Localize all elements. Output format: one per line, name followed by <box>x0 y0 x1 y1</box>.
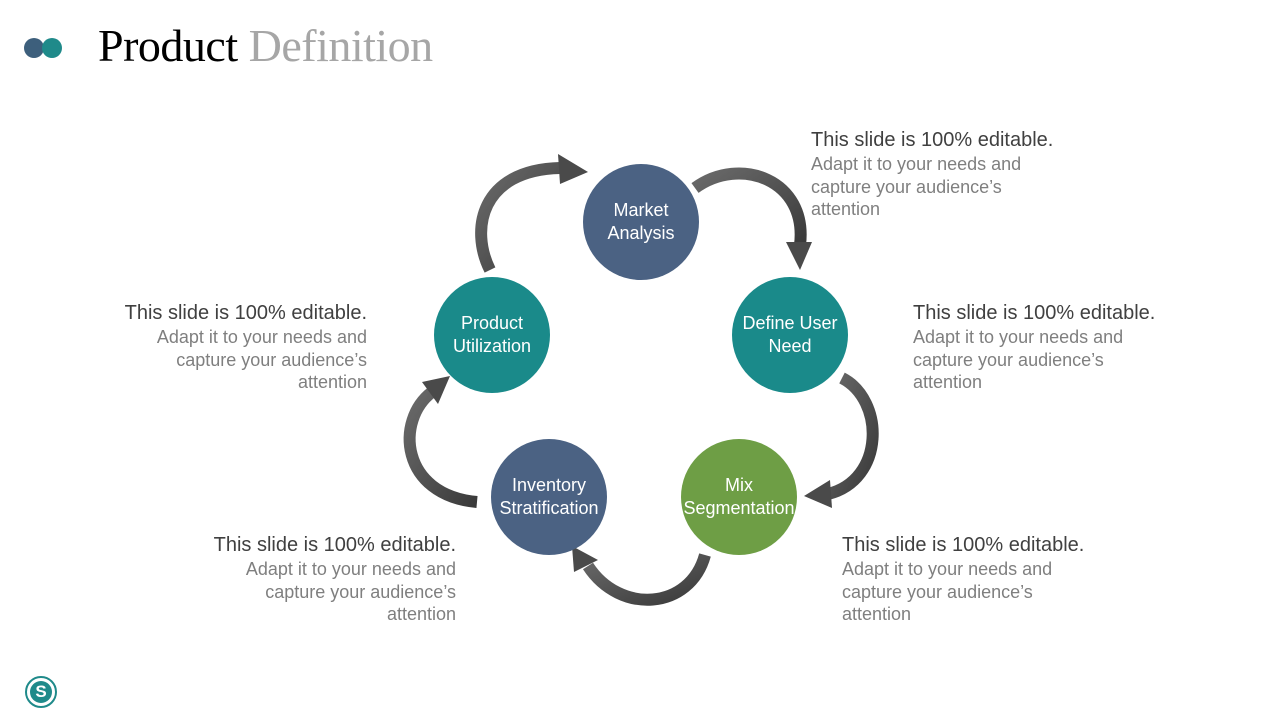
callout-heading: This slide is 100% editable. <box>213 534 456 556</box>
title-dots-icon <box>24 38 64 58</box>
node-label-line1: Define User <box>742 313 838 333</box>
page-title: Product Definition <box>98 18 433 74</box>
callout-heading: This slide is 100% editable. <box>842 534 1085 556</box>
brand-logo-icon: S <box>25 676 57 708</box>
callout-product-utilization: This slide is 100% editable. Adapt it to… <box>97 300 367 394</box>
node-product-utilization: Product Utilization <box>434 277 550 393</box>
node-label-line2: Segmentation <box>683 498 795 518</box>
arrow-mix-to-inventory <box>572 546 711 606</box>
arrow-inventory-to-utilization <box>403 376 478 508</box>
node-label-line2: Need <box>768 336 812 356</box>
dot-secondary <box>42 38 62 58</box>
node-mix-segmentation: Mix Segmentation <box>681 439 797 555</box>
callout-body: Adapt it to your needs and capture your … <box>245 559 456 624</box>
node-label-line2: Utilization <box>452 336 532 356</box>
callout-heading: This slide is 100% editable. <box>811 129 1054 151</box>
title-part-2: Definition <box>248 20 434 71</box>
node-label-line1: Product <box>460 313 524 333</box>
callout-heading: This slide is 100% editable. <box>124 302 367 324</box>
callout-body: Adapt it to your needs and capture your … <box>842 559 1053 624</box>
callout-mix-segmentation: This slide is 100% editable. Adapt it to… <box>842 532 1112 626</box>
arrow-market-to-define <box>691 167 812 270</box>
node-market-analysis: Market Analysis <box>583 164 699 280</box>
callout-body: Adapt it to your needs and capture your … <box>913 327 1124 392</box>
callout-body: Adapt it to your needs and capture your … <box>156 327 367 392</box>
node-label-line2: Analysis <box>607 223 675 243</box>
arrow-utilization-to-market <box>475 154 588 273</box>
title-part-1: Product <box>98 20 238 71</box>
dot-primary <box>24 38 44 58</box>
node-define-user-need: Define User Need <box>732 277 848 393</box>
callout-define-user-need: This slide is 100% editable. Adapt it to… <box>913 300 1183 394</box>
arrow-define-to-mix <box>804 372 879 508</box>
node-label-line1: Mix <box>725 475 753 495</box>
callout-body: Adapt it to your needs and capture your … <box>811 154 1022 219</box>
node-inventory-stratification: Inventory Stratification <box>491 439 607 555</box>
logo-letter: S <box>30 681 52 703</box>
callout-heading: This slide is 100% editable. <box>913 302 1156 324</box>
node-label-line1: Inventory <box>511 475 587 495</box>
callout-market-analysis: This slide is 100% editable. Adapt it to… <box>811 127 1081 221</box>
node-label-line2: Stratification <box>499 498 599 518</box>
callout-inventory-stratification: This slide is 100% editable. Adapt it to… <box>186 532 456 626</box>
node-label-line1: Market <box>613 200 669 220</box>
